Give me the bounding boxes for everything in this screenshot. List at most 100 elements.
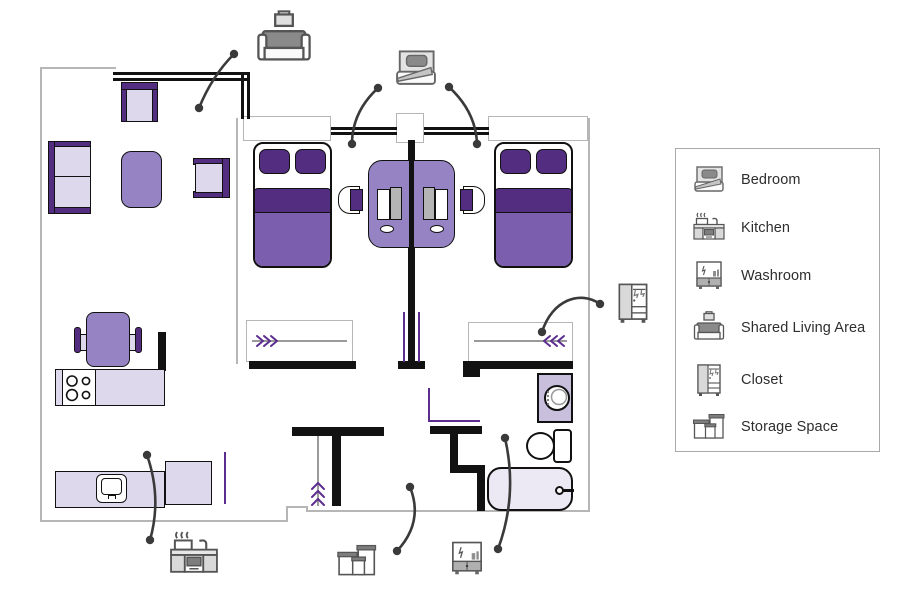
hall-t-wall-horizontal (292, 427, 384, 436)
bedroom-window-left (331, 132, 397, 135)
desk-chair-left-seat (350, 189, 363, 211)
desk-mouse (430, 225, 444, 233)
outer-wall-bottom-right (306, 510, 590, 512)
arrow-endpoint (229, 49, 239, 59)
sill-wall-left (249, 361, 356, 369)
living-window-line (247, 72, 250, 119)
sliding-door-right-bedroom (468, 322, 573, 362)
legend-row-washroom: Washroom (676, 259, 879, 293)
arrow-endpoint (405, 482, 415, 492)
arrow-endpoint (373, 83, 383, 93)
desk-mouse (380, 225, 394, 233)
outer-wall-left (40, 67, 42, 522)
desk-left (368, 160, 410, 248)
hall-t-wall-vertical (332, 436, 341, 506)
sill-step-right (463, 369, 480, 377)
arrow-endpoint (392, 546, 402, 556)
coffee-table (121, 151, 162, 208)
pillow (295, 149, 326, 174)
sofa-cushion (54, 146, 91, 178)
open-book-page (435, 189, 448, 220)
entrance-door-line (317, 436, 319, 506)
armchair-right-cushion (195, 163, 223, 193)
washroom-trim-h (428, 420, 480, 422)
outer-wall-step-v2 (306, 506, 308, 512)
washing-machine-door (544, 385, 570, 411)
dining-table (86, 312, 130, 367)
bathtub-faucet-pipe (563, 489, 574, 492)
arrow-endpoint (347, 139, 357, 149)
washing-machine (537, 373, 573, 423)
stove (62, 369, 96, 406)
bed-blanket (496, 212, 571, 266)
bed-right-bedroom (494, 142, 573, 268)
sofa-arm (54, 207, 91, 214)
inner-wall-left-bedroom (236, 118, 238, 364)
open-book-page (423, 187, 435, 220)
toilet-bowl (526, 432, 555, 460)
shared-living-area-icon (692, 311, 726, 345)
wall-pillar-left (243, 116, 331, 141)
open-book-page (390, 187, 402, 220)
callout-arrow (197, 52, 236, 110)
arrow-endpoint (472, 139, 482, 149)
legend-label: Closet (741, 372, 783, 388)
kitchen-wall (158, 332, 166, 371)
bedroom-window-right (424, 127, 489, 130)
stove-burners (65, 375, 91, 402)
kitchen-door-line (224, 452, 226, 504)
legend-label: Washroom (741, 268, 812, 284)
kitchen-cabinet (165, 461, 212, 505)
sink-tap (108, 495, 116, 499)
wall-pillar-center (396, 113, 424, 143)
toilet-tank (553, 429, 572, 463)
arrow-endpoint (444, 82, 454, 92)
storage-space-icon (331, 540, 383, 582)
bedroom-icon (692, 163, 726, 197)
divider-trim-line (403, 312, 405, 362)
callout-arrow (395, 485, 417, 553)
pillow (500, 149, 531, 174)
washroom-wall-mid-v (450, 426, 458, 473)
sink-basin (101, 478, 122, 495)
living-window-line (241, 72, 244, 119)
bed-sheet-band (496, 188, 571, 215)
arrow-endpoint (500, 433, 510, 443)
dining-chair-pad (129, 334, 136, 351)
washroom-wall-mid-h (450, 465, 482, 473)
washroom-trim-v (428, 388, 430, 422)
open-book-page (377, 189, 390, 220)
arrow-endpoint (194, 103, 204, 113)
washroom-wall-right-v (477, 465, 485, 511)
legend-label: Bedroom (741, 172, 801, 188)
dining-chair-bar (135, 327, 142, 353)
bed-sheet-band (255, 188, 330, 215)
storage-space-icon (692, 410, 726, 444)
living-window-line (113, 72, 247, 75)
outer-wall-step-v (286, 506, 288, 522)
living-window-line (113, 78, 247, 81)
legend-row-kitchen: Kitchen (676, 211, 879, 245)
bedroom-window-left (331, 127, 397, 130)
shared-living-area-icon (254, 8, 314, 72)
door-track-right (474, 340, 567, 342)
desk-right (413, 160, 455, 248)
arrow-endpoint (493, 544, 503, 554)
bed-left-bedroom (253, 142, 332, 268)
legend-row-closet: Closet (676, 363, 879, 397)
sill-wall-right (463, 361, 573, 369)
wall-pillar-right (488, 116, 588, 141)
bed-blanket (255, 212, 330, 266)
armchair-top-cushion (126, 89, 153, 122)
bedroom-divider-base (398, 361, 425, 369)
arrow-endpoint (142, 450, 152, 460)
callout-arrow (447, 85, 479, 146)
legend-row-storage-space: Storage Space (676, 410, 879, 444)
bedroom-window-right (424, 132, 489, 135)
legend-row-bedroom: Bedroom (676, 163, 879, 197)
pillow (536, 149, 567, 174)
legend-label: Storage Space (741, 419, 839, 435)
bedroom-icon (393, 46, 439, 92)
outer-wall-step-h (286, 506, 308, 508)
